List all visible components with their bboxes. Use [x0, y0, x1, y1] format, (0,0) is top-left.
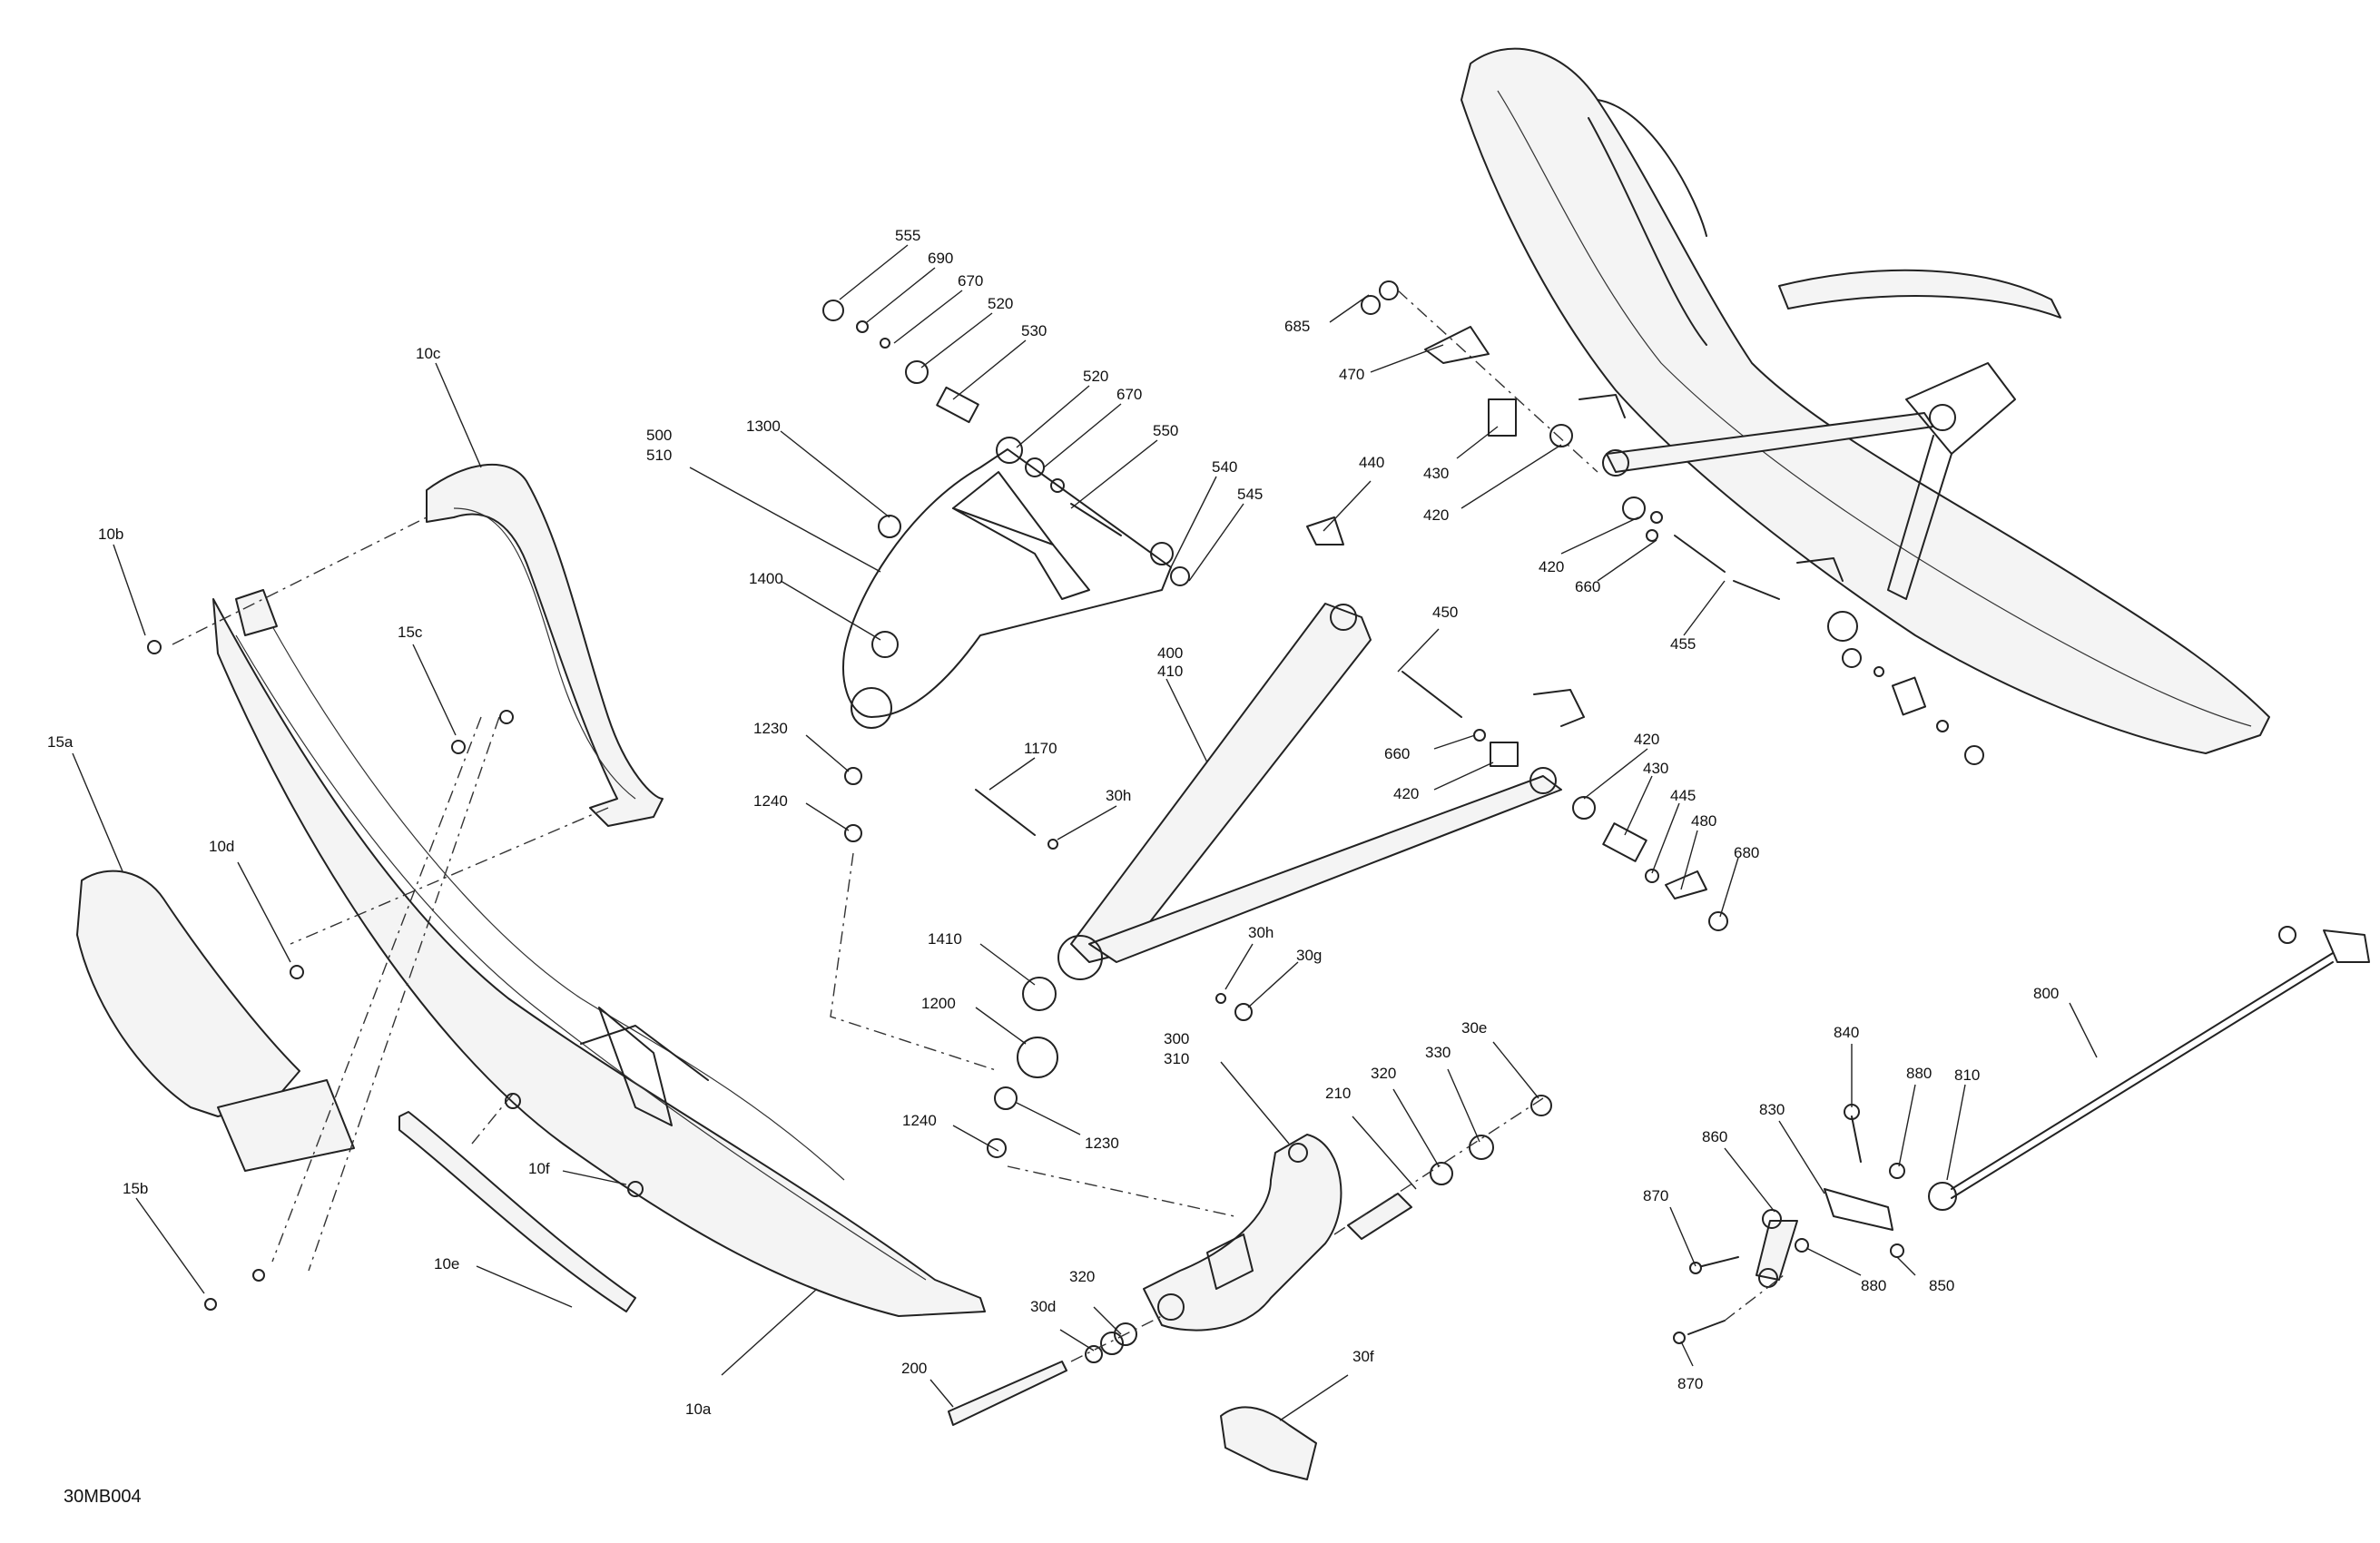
callout-420-b: 420 — [1539, 558, 1564, 575]
callout-520-a: 520 — [988, 295, 1013, 312]
tie-rod-800 — [1951, 952, 2334, 1190]
ski-guard-15a — [76, 870, 300, 1117]
lower-a-arm-assembly — [830, 603, 1728, 1217]
callout-810: 810 — [1954, 1066, 1980, 1084]
callout-1240-a: 1240 — [753, 792, 788, 810]
spindle-assembly — [948, 1095, 1552, 1480]
callout-690: 690 — [928, 250, 953, 267]
callout-880-a: 880 — [1906, 1065, 1932, 1082]
callout-30f: 30f — [1352, 1348, 1374, 1365]
callout-540: 540 — [1212, 458, 1237, 476]
callout-30e: 30e — [1461, 1019, 1487, 1037]
callout-670-b: 670 — [1116, 386, 1142, 403]
callout-1400: 1400 — [749, 570, 783, 587]
callout-1230-b: 1230 — [1085, 1135, 1119, 1152]
ski-body-10a — [212, 598, 986, 1317]
callout-15c: 15c — [398, 624, 423, 641]
callout-1240-b: 1240 — [902, 1112, 937, 1129]
right-ski-assembly — [1306, 47, 2270, 765]
callout-860: 860 — [1702, 1128, 1727, 1145]
callout-500: 500 — [646, 427, 672, 444]
callout-510: 510 — [646, 447, 672, 464]
callout-30g: 30g — [1296, 947, 1322, 964]
callout-660-b: 660 — [1384, 745, 1410, 762]
callout-420-c: 420 — [1393, 785, 1419, 802]
callout-430-b: 430 — [1643, 760, 1668, 777]
tie-rod-assembly — [1673, 926, 2370, 1344]
spindle-300 — [1143, 1134, 1342, 1332]
callout-10d: 10d — [209, 838, 234, 855]
callout-520-b: 520 — [1083, 368, 1108, 385]
callout-420-a: 420 — [1423, 506, 1449, 524]
callout-480: 480 — [1691, 812, 1716, 830]
callout-850: 850 — [1929, 1277, 1954, 1294]
callout-430-a: 430 — [1423, 465, 1449, 482]
callout-320-a: 320 — [1371, 1065, 1396, 1082]
callout-800: 800 — [2033, 985, 2059, 1002]
callout-530: 530 — [1021, 322, 1047, 339]
callout-10f: 10f — [528, 1160, 550, 1177]
callout-870-b: 870 — [1677, 1375, 1703, 1392]
callout-420-d: 420 — [1634, 731, 1659, 748]
callout-15b: 15b — [123, 1180, 148, 1197]
callout-870-a: 870 — [1643, 1187, 1668, 1204]
callout-300: 300 — [1164, 1030, 1189, 1047]
callout-445: 445 — [1670, 787, 1696, 804]
callout-450: 450 — [1432, 604, 1458, 621]
callout-10c: 10c — [416, 345, 441, 362]
callout-550: 550 — [1153, 422, 1178, 439]
right-ski-body — [1460, 47, 2270, 754]
callout-10b: 10b — [98, 526, 123, 543]
callout-680: 680 — [1734, 844, 1759, 861]
callout-830: 830 — [1759, 1101, 1785, 1118]
callout-15a: 15a — [47, 733, 74, 751]
callout-1170: 1170 — [1024, 740, 1057, 757]
callout-1410: 1410 — [928, 930, 962, 948]
callout-30d: 30d — [1030, 1298, 1056, 1315]
leader-lines — [72, 244, 2098, 1421]
callout-685: 685 — [1284, 318, 1310, 335]
callout-880-b: 880 — [1861, 1277, 1886, 1294]
ski-runner-10e — [398, 1111, 636, 1312]
left-ski-assembly — [76, 463, 986, 1317]
callout-455: 455 — [1670, 635, 1696, 653]
callout-210: 210 — [1325, 1085, 1351, 1102]
callout-200: 200 — [901, 1360, 927, 1377]
upper-a-arm-500 — [842, 448, 1172, 718]
callout-555: 555 — [895, 227, 920, 244]
callout-30h-b: 30h — [1248, 924, 1274, 941]
callout-840: 840 — [1834, 1024, 1859, 1041]
figure-code: 30MB004 — [64, 1487, 142, 1507]
callout-30h-a: 30h — [1106, 787, 1131, 804]
callout-labels: 10c 10b 15c 15a 10d 15b 10f 10e 10a 555 … — [47, 227, 2059, 1507]
callout-320-b: 320 — [1069, 1268, 1095, 1285]
callout-1200: 1200 — [921, 995, 956, 1012]
callout-400: 400 — [1157, 644, 1183, 662]
callout-545: 545 — [1237, 486, 1263, 503]
upper-a-arm-assembly — [822, 300, 1190, 842]
callout-410: 410 — [1157, 663, 1183, 680]
callout-470: 470 — [1339, 366, 1364, 383]
callout-670-a: 670 — [958, 272, 983, 290]
callout-1230-a: 1230 — [753, 720, 788, 737]
ski-handle-10c — [426, 463, 664, 827]
callout-310: 310 — [1164, 1050, 1189, 1067]
callout-330: 330 — [1425, 1044, 1451, 1061]
callout-10e: 10e — [434, 1255, 459, 1273]
callout-440: 440 — [1359, 454, 1384, 471]
callout-10a: 10a — [685, 1400, 712, 1418]
callout-660-a: 660 — [1575, 578, 1600, 595]
callout-1300: 1300 — [746, 418, 781, 435]
